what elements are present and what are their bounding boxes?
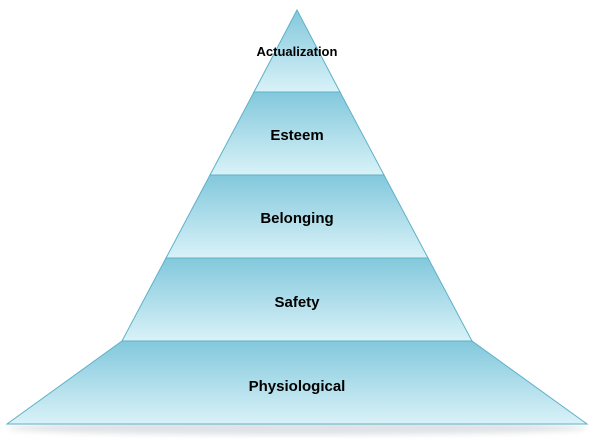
tier-esteem: Esteem (209, 91, 385, 176)
tier-esteem-label: Esteem (270, 127, 323, 144)
tier-physiological-shape (5, 340, 589, 425)
tier-safety-label: Safety (274, 294, 320, 311)
tier-physiological-label: Physiological (249, 378, 346, 395)
tier-physiological: Physiological (5, 340, 589, 425)
tier-actualization: Actualization (253, 8, 341, 93)
tier-belonging-label: Belonging (260, 210, 333, 227)
tier-actualization-label: Actualization (257, 44, 338, 59)
tier-safety: Safety (121, 257, 473, 342)
tier-belonging: Belonging (165, 174, 429, 259)
